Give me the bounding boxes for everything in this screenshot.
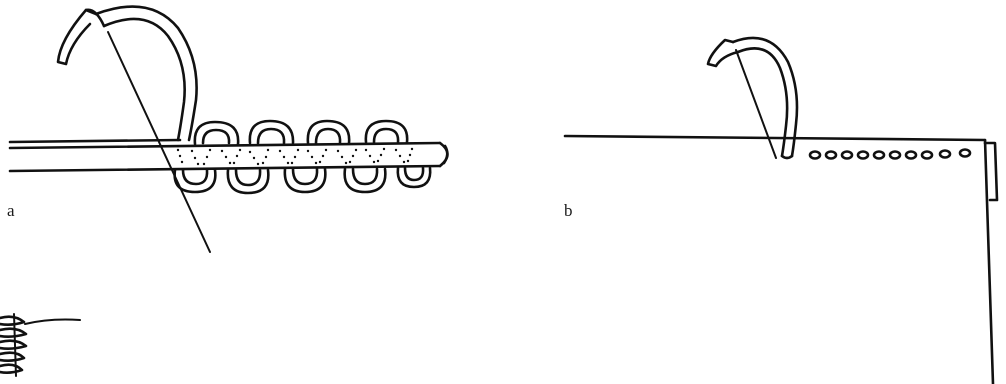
fabric-fold-bottom-a [10, 166, 440, 171]
stitch-loops-bottom-a [175, 168, 431, 193]
panel-label-b: b [564, 202, 573, 219]
dotted-thread-a [177, 148, 413, 165]
fabric-line-c [25, 320, 80, 325]
panel-a-drawing [10, 7, 448, 252]
fabric-top-edge-b [565, 136, 985, 140]
fabric-right-edge-b [985, 140, 993, 384]
stitch-loops-top-a [195, 121, 407, 144]
needle-b [736, 50, 776, 158]
fabric-top-edge-a [10, 140, 180, 142]
panel-label-a: a [7, 202, 15, 219]
thread-b [708, 38, 797, 158]
panel-b-drawing [565, 38, 997, 384]
coil-stitches-c [0, 314, 26, 376]
loop-3 [308, 121, 349, 143]
partial-panel-c [0, 314, 80, 376]
stitch-row-b [810, 150, 970, 159]
fabric-fold-top-a [10, 143, 440, 148]
